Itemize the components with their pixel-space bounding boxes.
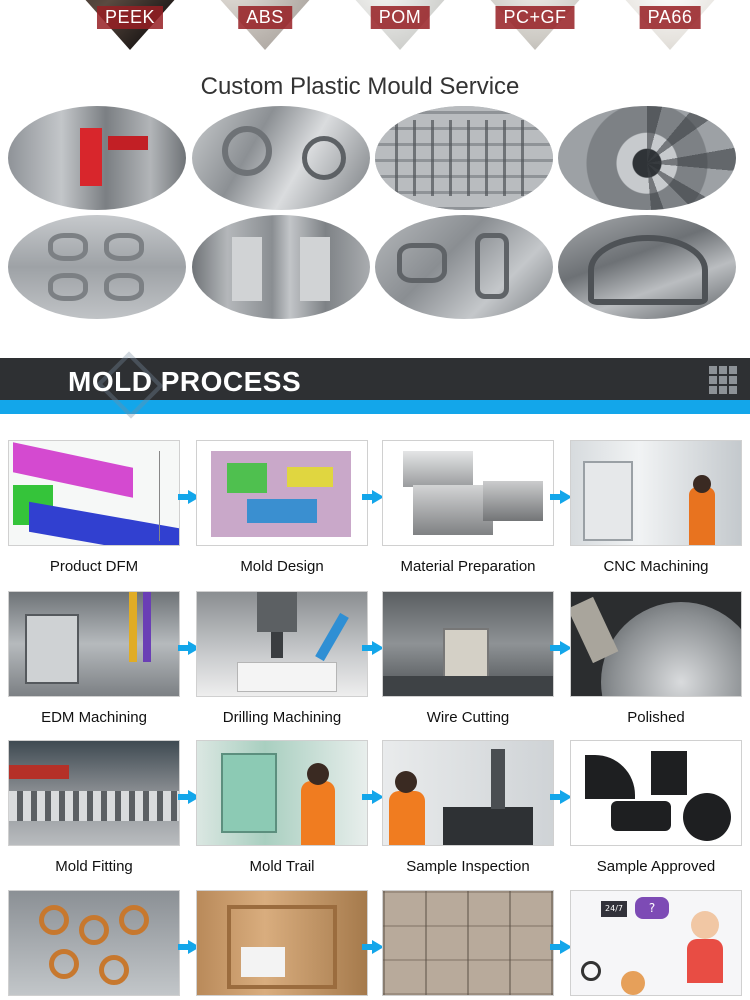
wooden-crate-image	[196, 890, 368, 996]
mould-photo-steel-cavity	[192, 106, 370, 210]
mould-photo-deep-cavity	[192, 215, 370, 319]
material-preparation-image	[382, 440, 554, 546]
mould-photo-red-slide	[8, 106, 186, 210]
mould-photo-grid-cavity	[375, 106, 553, 210]
material-pom: POM	[320, 0, 480, 50]
drilling-machining-image	[196, 591, 368, 697]
step-label: Material Preparation	[400, 558, 536, 575]
process-title: MOLD PROCESS	[68, 366, 302, 397]
material-label: ABS	[238, 6, 292, 29]
step-label: Sample Approved	[596, 858, 716, 875]
process-arrow	[362, 790, 384, 804]
process-arrow	[362, 940, 384, 954]
material-label: PA66	[639, 6, 701, 29]
banner-accent-stripe	[0, 400, 750, 414]
grid-icon	[709, 366, 737, 394]
mould-photo-curved-insert	[558, 215, 736, 319]
process-arrow	[550, 641, 572, 655]
process-arrow	[550, 790, 572, 804]
step-label: Drilling Machining	[222, 709, 342, 726]
edm-machining-image	[8, 591, 180, 697]
polished-image	[570, 591, 742, 697]
step-label: Sample Inspection	[406, 858, 530, 875]
material-label: PEEK	[96, 6, 164, 29]
mold-design-image	[196, 440, 368, 546]
customer-support-image: 24/7 ?	[570, 890, 742, 996]
step-label: CNC Machining	[603, 558, 709, 575]
material-abs: ABS	[185, 0, 345, 50]
material-label: POM	[370, 6, 430, 29]
mould-photo-fan-core	[558, 106, 736, 210]
mold-trail-image	[196, 740, 368, 846]
product-dfm-image	[8, 440, 180, 546]
step-label: Product DFM	[49, 558, 139, 575]
material-pa66: PA66	[590, 0, 750, 50]
sample-approved-image	[570, 740, 742, 846]
process-arrow	[362, 490, 384, 504]
step-label: Mold Trail	[249, 858, 315, 875]
mould-photo-twin-cavity	[8, 215, 186, 319]
material-label: PC+GF	[495, 6, 575, 29]
material-peek: PEEK	[50, 0, 210, 50]
process-arrow	[550, 490, 572, 504]
material-pcgf: PC+GF	[455, 0, 615, 50]
sample-inspection-image	[382, 740, 554, 846]
cnc-machining-image	[570, 440, 742, 546]
mould-photo-bracket-core	[375, 215, 553, 319]
stacked-boxes-image	[382, 890, 554, 996]
wire-cutting-image	[382, 591, 554, 697]
process-arrow	[550, 940, 572, 954]
step-label: Polished	[627, 709, 685, 726]
step-label: Mold Fitting	[55, 858, 133, 875]
step-label: EDM Machining	[41, 709, 147, 726]
mold-fitting-image	[8, 740, 180, 846]
step-label: Wire Cutting	[426, 709, 510, 726]
materials-strip: PEEK ABS POM PC+GF PA66	[0, 0, 750, 50]
packaging-parts-image	[8, 890, 180, 996]
step-label: Mold Design	[240, 558, 324, 575]
service-title: Custom Plastic Mould Service	[200, 73, 520, 100]
process-arrow	[362, 641, 384, 655]
